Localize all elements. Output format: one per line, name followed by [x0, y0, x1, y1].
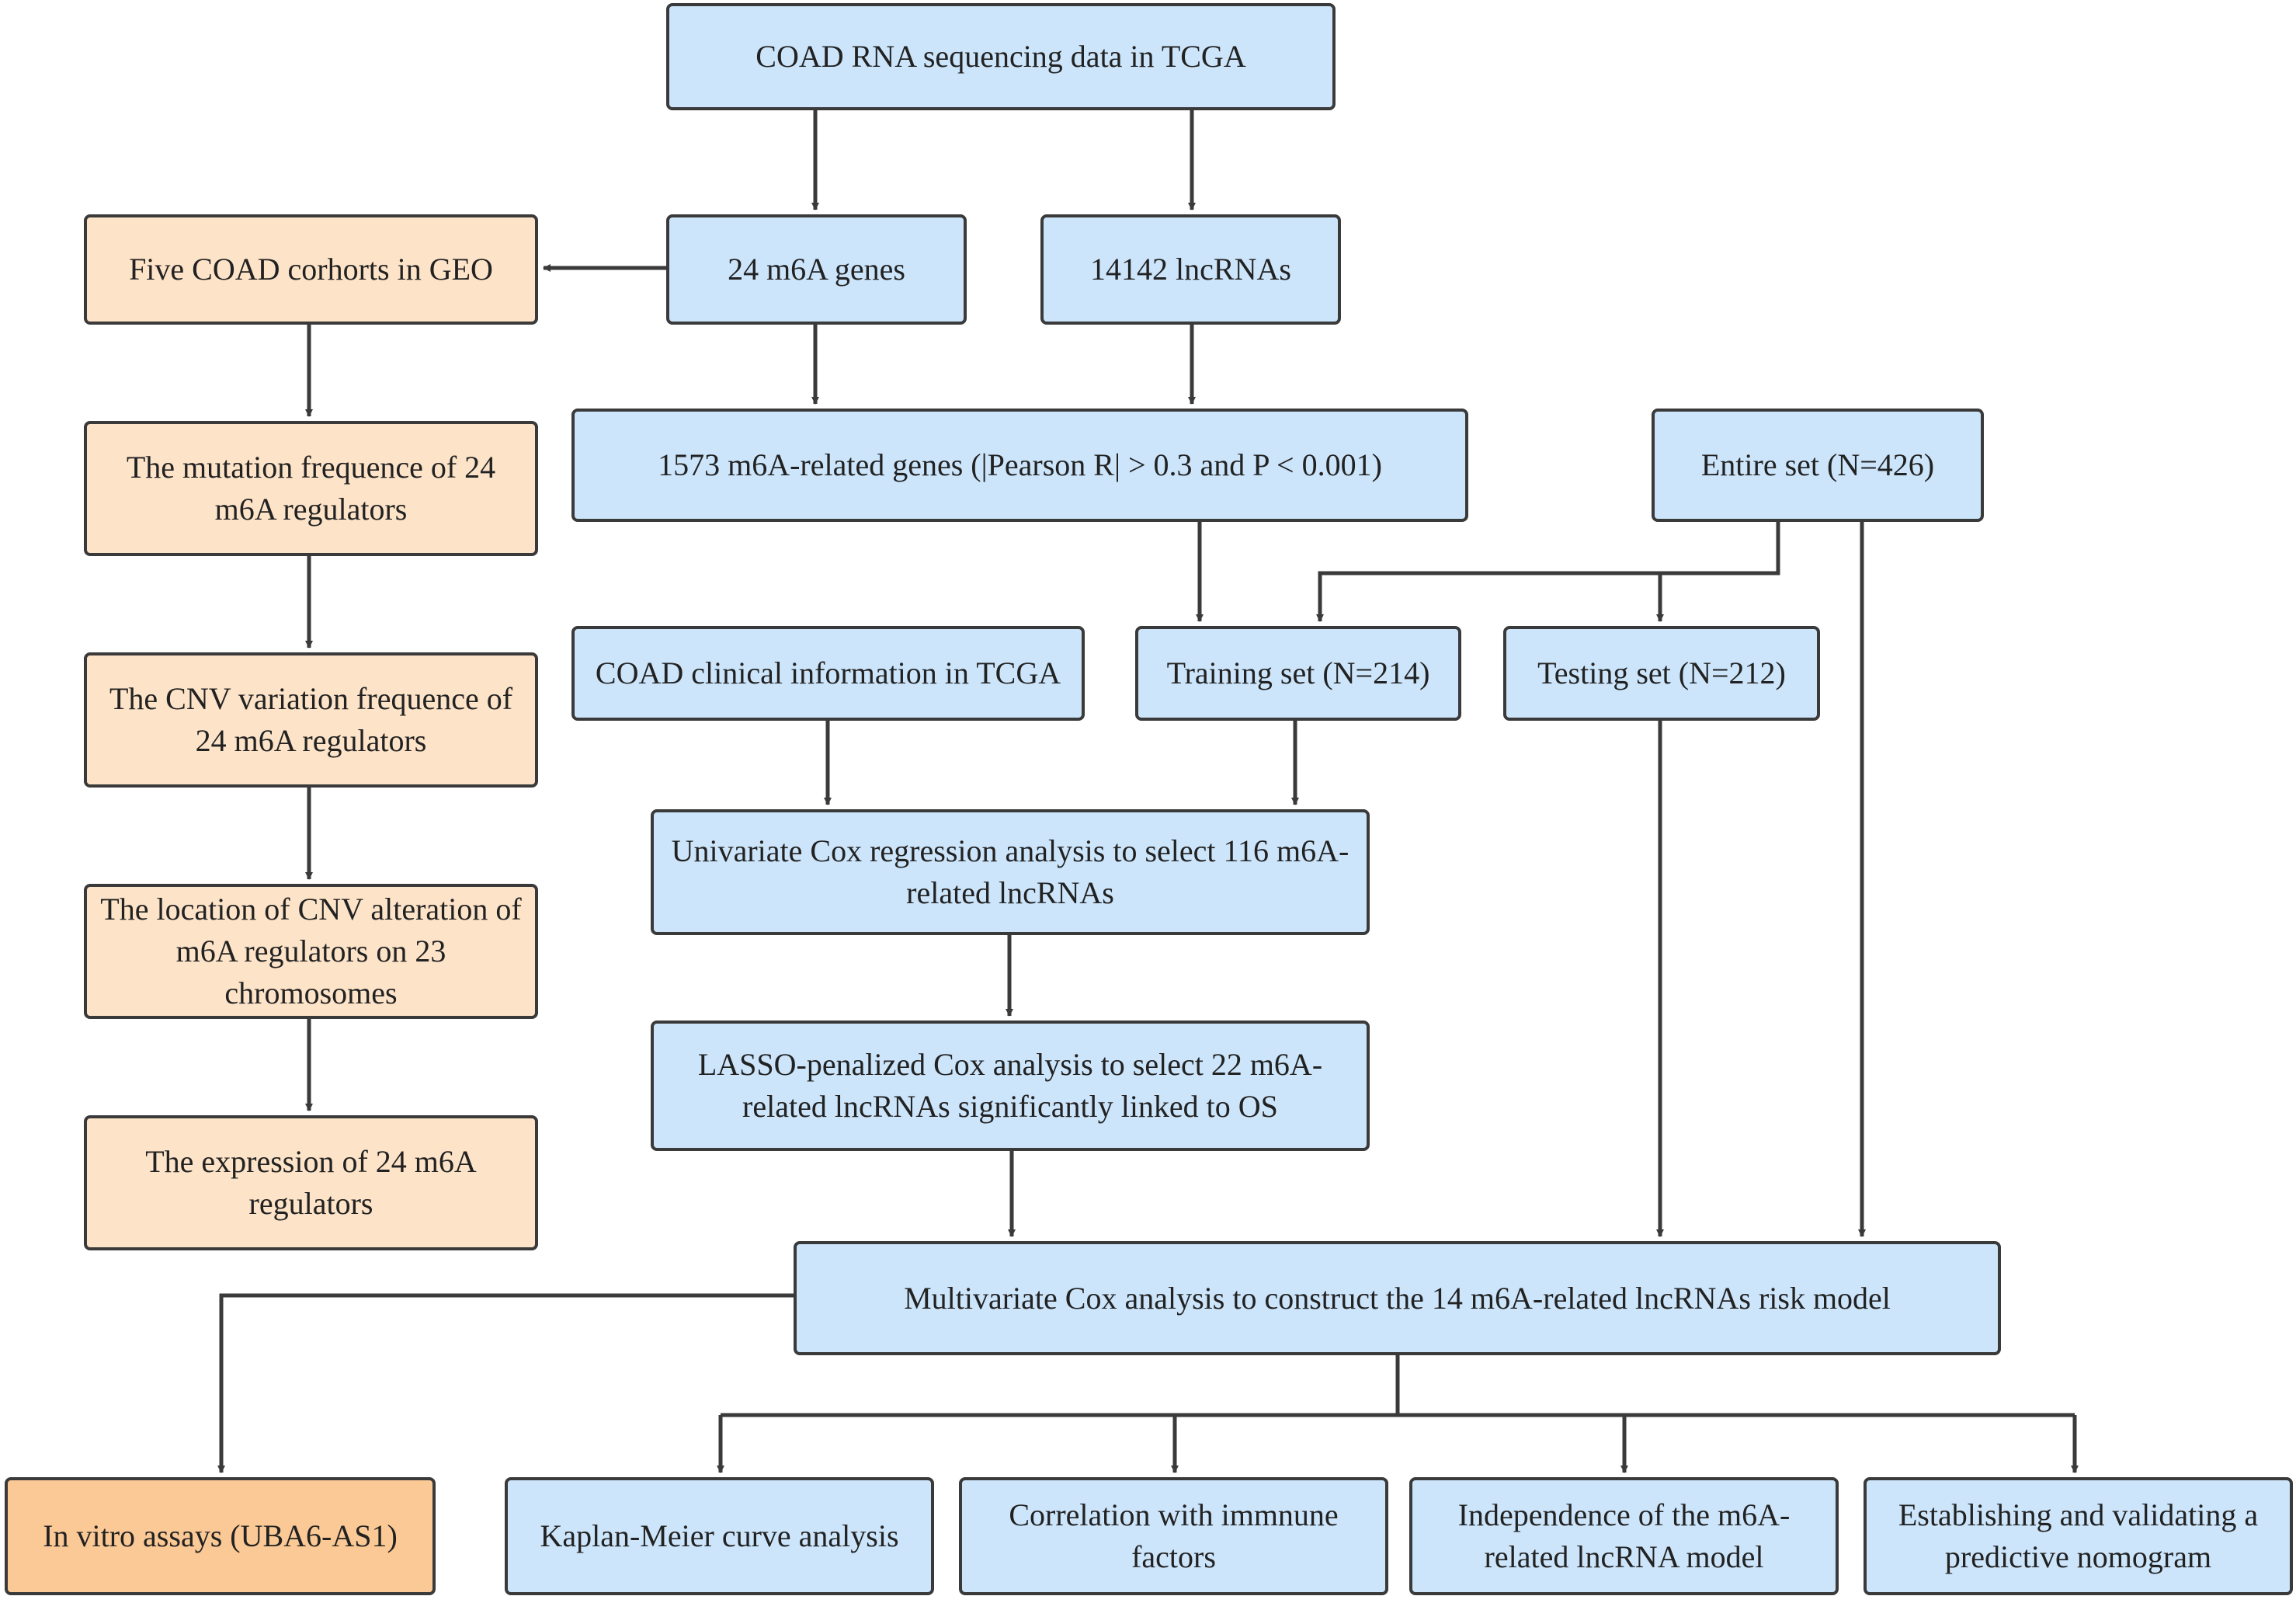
node-testing-set: Testing set (N=212)	[1503, 626, 1820, 721]
node-univariate-cox: Univariate Cox regression analysis to se…	[651, 809, 1370, 935]
node-clinical-info: COAD clinical information in TCGA	[571, 626, 1085, 721]
node-m6a-genes: 24 m6A genes	[666, 214, 967, 325]
node-immune-factors: Correlation with immnune factors	[959, 1477, 1388, 1595]
connector-multivariate-bus	[721, 1355, 2075, 1417]
node-expression: The expression of 24 m6A regulators	[84, 1115, 538, 1250]
node-geo-cohorts: Five COAD corhorts in GEO	[84, 214, 538, 325]
node-mutation-frequence: The mutation frequence of 24 m6A regulat…	[84, 421, 538, 556]
node-nomogram: Establishing and validating a predictive…	[1864, 1477, 2293, 1595]
node-kaplan-meier: Kaplan-Meier curve analysis	[505, 1477, 934, 1595]
node-related-genes: 1573 m6A-related genes (|Pearson R| > 0.…	[571, 409, 1468, 522]
node-cnv-location: The location of CNV alteration of m6A re…	[84, 884, 538, 1019]
node-independence: Independence of the m6A-related lncRNA m…	[1409, 1477, 1839, 1595]
node-cnv-variation: The CNV variation frequence of 24 m6A re…	[84, 652, 538, 788]
arrow-entire-to-split	[1316, 522, 1780, 622]
node-multivariate-cox: Multivariate Cox analysis to construct t…	[794, 1241, 2001, 1355]
node-lasso-cox: LASSO-penalized Cox analysis to select 2…	[651, 1021, 1370, 1151]
arrow-multivariate-to-invitro	[217, 1293, 794, 1473]
node-entire-set: Entire set (N=426)	[1652, 409, 1984, 522]
node-lncrnas: 14142 lncRNAs	[1040, 214, 1341, 325]
node-in-vitro: In vitro assays (UBA6-AS1)	[5, 1477, 436, 1595]
node-tcga-rna: COAD RNA sequencing data in TCGA	[666, 3, 1336, 110]
node-training-set: Training set (N=214)	[1135, 626, 1461, 721]
